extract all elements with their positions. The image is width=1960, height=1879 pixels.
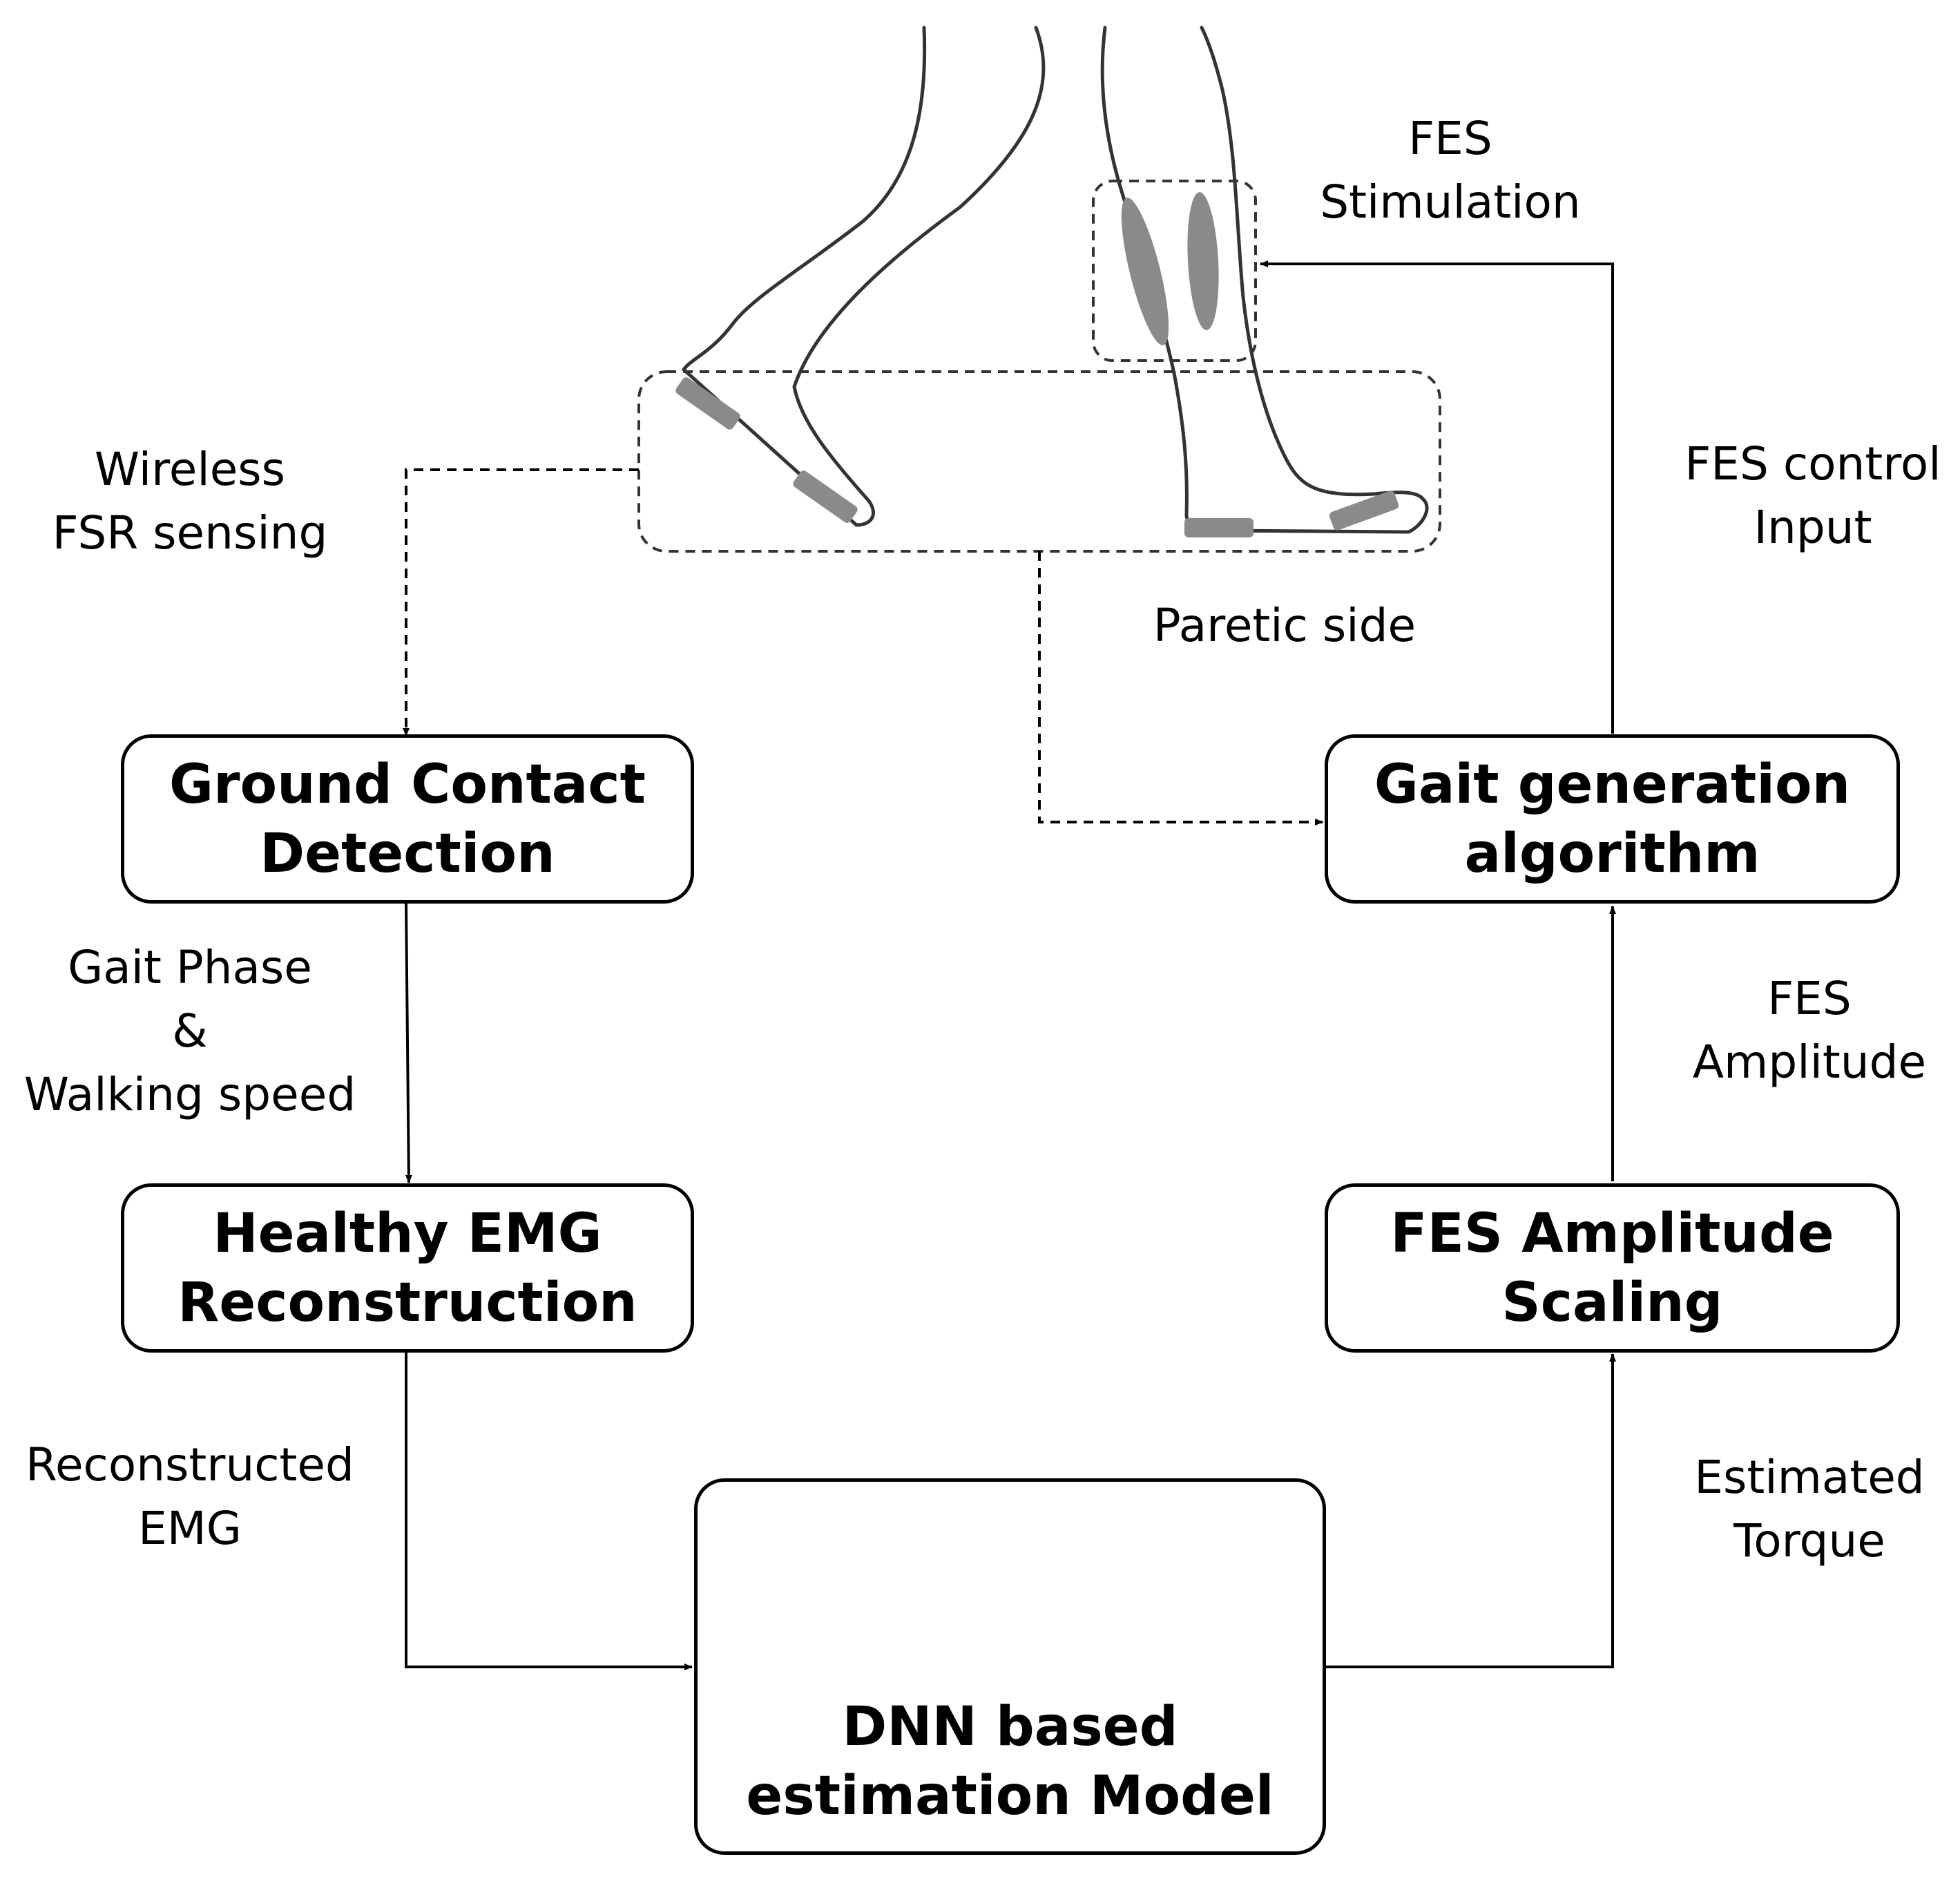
paretic-side-label: Paretic side xyxy=(1119,594,1450,658)
reconstructed-emg-line1: Reconstructed xyxy=(26,1438,354,1491)
fsr-sensors xyxy=(675,377,1399,537)
left-leg-outline xyxy=(682,26,1046,527)
fes-amplitude-label: FES Amplitude xyxy=(1671,967,1948,1094)
gait-phase-walking-speed-label: Gait Phase & Walking speed xyxy=(7,936,373,1127)
dashed-connectors xyxy=(403,468,1323,826)
ground-contact-detection-block: Ground Contact Detection xyxy=(121,734,694,904)
fes-control-input-line1: FES control xyxy=(1684,437,1941,490)
healthy-emg-to-dnn-arrow xyxy=(405,1351,693,1670)
fsr-to-ground-contact-arrow xyxy=(403,468,639,736)
fes-stimulation-label: FES Stimulation xyxy=(1291,107,1609,234)
wireless-fsr-line2: FSR sensing xyxy=(52,506,328,560)
fes-electrodes xyxy=(1121,192,1219,345)
paretic-sensing-region xyxy=(637,370,1441,553)
reconstructed-emg-label: Reconstructed EMG xyxy=(14,1433,366,1561)
fes-scaling-line2: Scaling xyxy=(1501,1271,1723,1334)
gait-generation-line1: Gait generation xyxy=(1374,753,1851,816)
dnn-model-line2: estimation Model xyxy=(746,1765,1274,1827)
paretic-side-text: Paretic side xyxy=(1153,599,1416,652)
dnn-to-fes-scaling-arrow xyxy=(1325,1353,1616,1668)
gait-generation-to-fes-arrow xyxy=(1260,260,1614,734)
dnn-estimation-model-block: DNN based estimation Model xyxy=(694,1478,1326,1855)
fsr-sensor-left-heel xyxy=(675,377,740,430)
gait-phase-line1: Gait Phase xyxy=(68,941,312,994)
fes-amplitude-line1: FES xyxy=(1767,972,1852,1025)
healthy-emg-line1: Healthy EMG xyxy=(213,1202,602,1265)
gait-phase-line2: & xyxy=(172,1004,208,1058)
gait-phase-line3: Walking speed xyxy=(23,1068,356,1121)
fes-stimulation-line1: FES xyxy=(1408,112,1492,165)
wireless-fsr-sensing-label: Wireless FSR sensing xyxy=(28,438,352,565)
fsr-sensor-right-heel xyxy=(1184,518,1253,537)
ground-contact-line1: Ground Contact xyxy=(169,753,646,816)
fes-amplitude-line2: Amplitude xyxy=(1692,1036,1927,1089)
reconstructed-emg-line2: EMG xyxy=(138,1502,242,1555)
healthy-emg-line2: Reconstruction xyxy=(177,1271,637,1334)
dnn-model-line1: DNN based xyxy=(842,1696,1178,1758)
fes-scaling-line1: FES Amplitude xyxy=(1390,1202,1834,1265)
ground-to-healthy-emg-arrow xyxy=(405,903,412,1183)
dashed-regions xyxy=(637,180,1441,553)
wireless-fsr-line1: Wireless xyxy=(94,443,286,496)
fes-amplitude-scaling-block: FES Amplitude Scaling xyxy=(1325,1183,1900,1353)
healthy-emg-reconstruction-block: Healthy EMG Reconstruction xyxy=(121,1183,694,1353)
fes-control-input-line2: Input xyxy=(1754,501,1872,554)
ground-contact-line2: Detection xyxy=(260,822,555,885)
gait-generation-algorithm-block: Gait generation algorithm xyxy=(1325,734,1900,904)
gait-generation-line2: algorithm xyxy=(1464,822,1760,885)
solid-connectors xyxy=(405,260,1616,1670)
fsr-sensor-right-toe xyxy=(1329,490,1399,531)
fes-control-input-label: FES control Input xyxy=(1661,432,1960,560)
estimated-torque-line1: Estimated xyxy=(1694,1451,1925,1504)
fes-electrode-front xyxy=(1121,198,1169,345)
fes-stimulation-line2: Stimulation xyxy=(1320,175,1581,229)
fes-stimulation-region xyxy=(1092,180,1257,362)
paretic-to-gait-generation-arrow xyxy=(1038,551,1323,826)
legs-illustration xyxy=(682,26,1429,534)
fes-electrode-back xyxy=(1187,192,1219,330)
estimated-torque-line2: Torque xyxy=(1733,1514,1885,1567)
fsr-sensor-left-toe xyxy=(793,470,858,523)
estimated-torque-label: Estimated Torque xyxy=(1671,1446,1948,1573)
